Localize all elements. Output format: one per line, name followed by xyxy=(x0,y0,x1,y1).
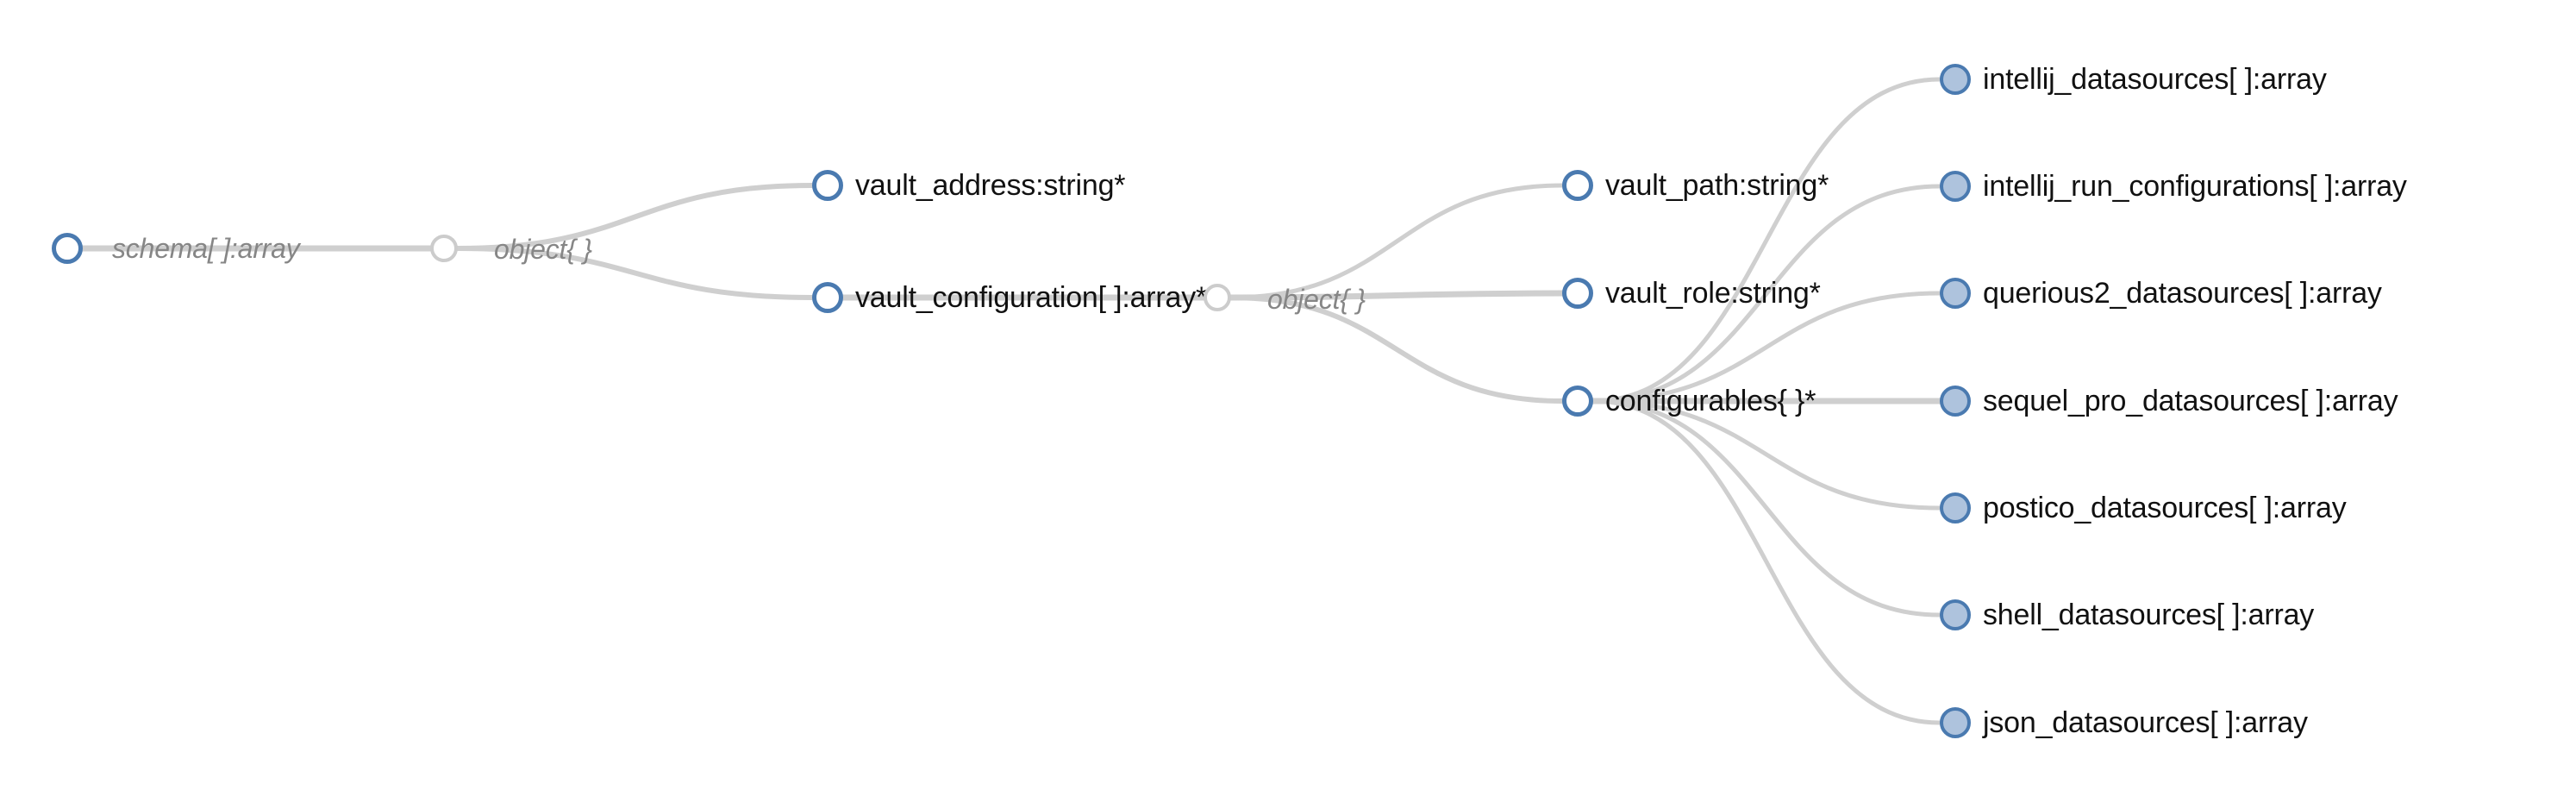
link-label-object-root: object{ } xyxy=(494,234,592,265)
tree-link xyxy=(1229,183,1565,300)
tree-node-intermediate-vault-config-object[interactable] xyxy=(1204,284,1231,311)
tree-link xyxy=(1228,290,1566,301)
tree-node-hollow-vault-role[interactable] xyxy=(1562,278,1593,309)
tree-node-hollow-vault-configuration[interactable] xyxy=(812,282,843,313)
tree-node-label-intellij-run-configs: intellij_run_configurations[ ]:array xyxy=(1983,170,2407,203)
tree-node-label-intellij-datasources: intellij_datasources[ ]:array xyxy=(1983,63,2327,96)
tree-node-label-configurables: configurables{ }* xyxy=(1605,385,1816,417)
tree-link xyxy=(455,246,815,300)
tree-node-hollow-vault-address[interactable] xyxy=(812,170,843,201)
tree-node-label-vault-address: vault_address:string* xyxy=(855,169,1126,202)
tree-node-leaf-querious2-datasources[interactable] xyxy=(1940,278,1971,309)
tree-node-hollow-vault-path[interactable] xyxy=(1562,170,1593,201)
tree-node-label-shell-datasources: shell_datasources[ ]:array xyxy=(1983,599,2315,631)
link-label-object-config: object{ } xyxy=(1267,284,1366,315)
tree-link xyxy=(1591,398,1942,618)
tree-link xyxy=(1591,291,1942,404)
tree-node-leaf-json-datasources[interactable] xyxy=(1940,707,1971,738)
tree-link xyxy=(1229,295,1565,404)
tree-link xyxy=(1591,184,1942,404)
tree-node-leaf-intellij-run-configs[interactable] xyxy=(1940,171,1971,202)
tree-node-leaf-postico-datasources[interactable] xyxy=(1940,492,1971,524)
tree-node-label-querious2-datasources: querious2_datasources[ ]:array xyxy=(1983,277,2382,310)
tree-node-label-vault-configuration: vault_configuration[ ]:array* xyxy=(855,281,1208,314)
tree-node-label-json-datasources: json_datasources[ ]:array xyxy=(1983,706,2308,739)
tree-link xyxy=(1591,398,1942,511)
tree-link xyxy=(455,183,815,251)
tree-node-hollow-root[interactable] xyxy=(52,233,83,264)
tree-node-label-postico-datasources: postico_datasources[ ]:array xyxy=(1983,492,2347,524)
tree-node-intermediate-schema-object[interactable] xyxy=(430,235,458,262)
tree-node-label-vault-path: vault_path:string* xyxy=(1605,169,1829,202)
tree-node-leaf-shell-datasources[interactable] xyxy=(1940,599,1971,630)
tree-link xyxy=(1591,77,1942,404)
tree-node-hollow-configurables[interactable] xyxy=(1562,386,1593,417)
tree-link xyxy=(1591,398,1942,725)
link-label-schema: schema[ ]:array xyxy=(112,233,300,264)
tree-node-label-vault-role: vault_role:string* xyxy=(1605,277,1821,310)
tree-node-leaf-intellij-datasources[interactable] xyxy=(1940,64,1971,95)
tree-node-label-sequel-pro-datasources: sequel_pro_datasources[ ]:array xyxy=(1983,385,2398,417)
tree-node-leaf-sequel-pro-datasources[interactable] xyxy=(1940,386,1971,417)
